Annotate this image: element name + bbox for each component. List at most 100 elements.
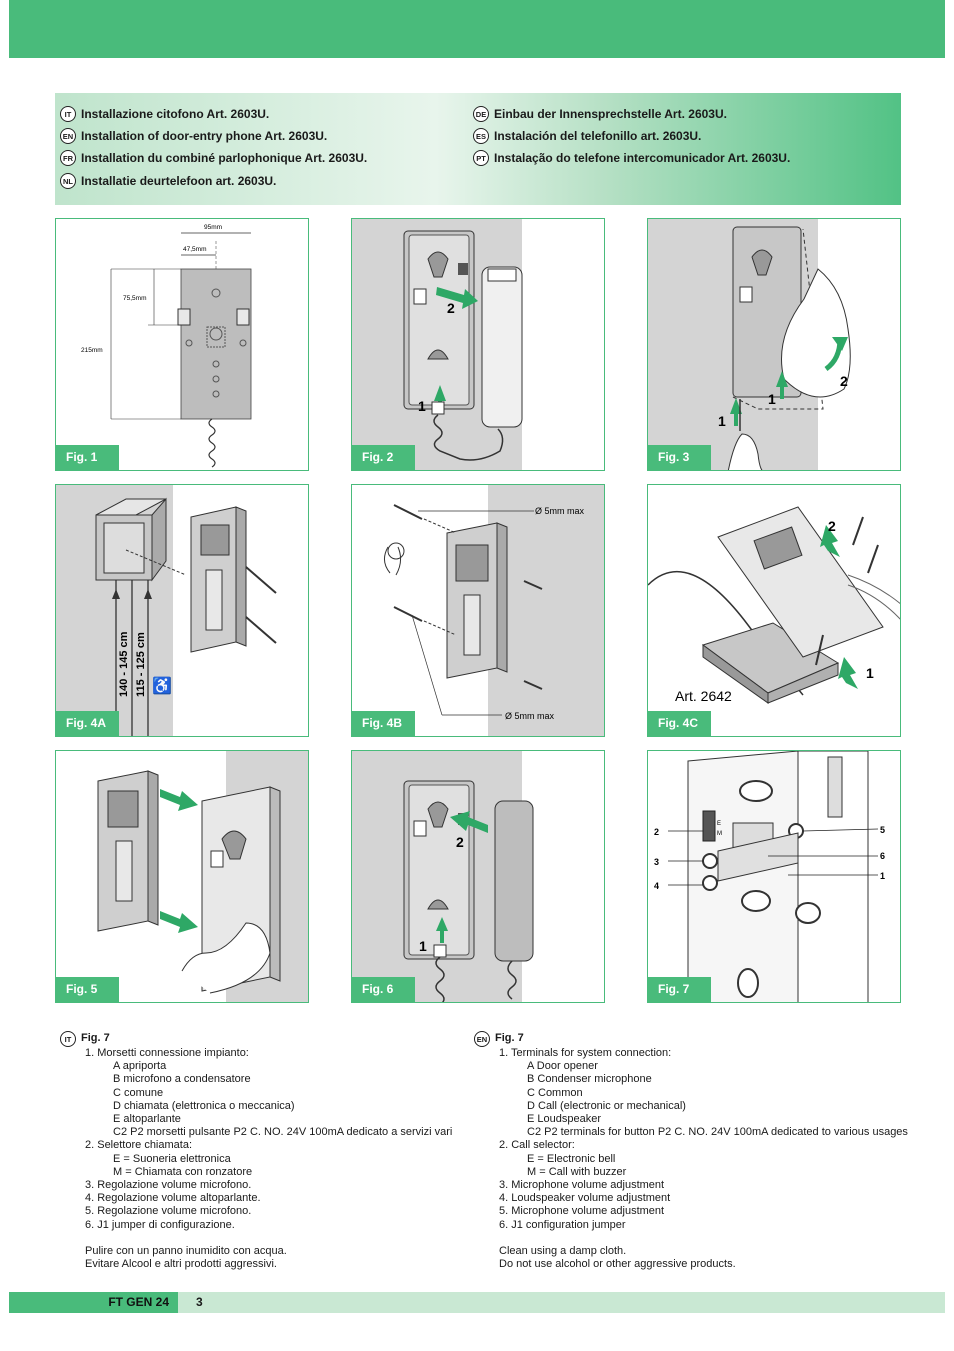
svg-text:5: 5 bbox=[880, 825, 885, 835]
title-box: IT Installazione citofono Art. 2603U. EN… bbox=[55, 93, 901, 205]
title-text: Instalação do telefone intercomunicador … bbox=[494, 151, 791, 165]
note-line: 3. Regolazione volume microfono. bbox=[85, 1179, 252, 1192]
fig5-drawing bbox=[97, 751, 308, 1002]
svg-text:Art. 2642: Art. 2642 bbox=[675, 688, 732, 704]
note-line: B microfono a condensatore bbox=[113, 1073, 251, 1086]
fig1-label: Fig. 1 bbox=[56, 445, 119, 470]
note-line: D Call (electronic or mechanical) bbox=[527, 1099, 686, 1112]
title-text: Installation du combiné parlophonique Ar… bbox=[81, 151, 368, 165]
lang-badge: IT bbox=[60, 106, 76, 122]
notes-italian: IT Fig. 7 1. Morsetti connessione impian… bbox=[60, 1031, 452, 1271]
note-spacer bbox=[474, 1232, 908, 1245]
note-line: 2. Selettore chiamata: bbox=[85, 1139, 193, 1152]
svg-text:215mm: 215mm bbox=[81, 347, 103, 354]
title-es: ES Instalación del telefonillo art. 2603… bbox=[473, 128, 701, 144]
fig3-drawing: 2 1 1 bbox=[648, 219, 851, 470]
fig7-label: Fig. 7 bbox=[648, 977, 711, 1002]
lang-badge: DE bbox=[473, 106, 489, 122]
fig7-drawing: E M 2 3 4 5 6 1 bbox=[654, 751, 885, 1002]
svg-text:1: 1 bbox=[419, 938, 427, 954]
figure-4c: 2 1 Art. 2642 Fig. 4C bbox=[647, 484, 901, 737]
note-line: D chiamata (elettronica o meccanica) bbox=[113, 1099, 295, 1112]
figure-7: E M 2 3 4 5 6 1 Fig. 7 bbox=[647, 750, 901, 1003]
svg-text:115 - 125 cm: 115 - 125 cm bbox=[135, 632, 147, 697]
note-line: E = Electronic bell bbox=[527, 1152, 616, 1165]
note-line: 1. Morsetti connessione impianto: bbox=[85, 1047, 249, 1059]
title-de: DE Einbau der Innensprechstelle Art. 260… bbox=[473, 106, 727, 122]
fig6-label: Fig. 6 bbox=[352, 977, 415, 1002]
svg-text:Ø 5mm max: Ø 5mm max bbox=[535, 506, 585, 516]
note-line: C2 P2 morsetti pulsante P2 C. NO. 24V 10… bbox=[113, 1126, 453, 1139]
title-it: IT Installazione citofono Art. 2603U. bbox=[60, 106, 269, 122]
fig4b-drawing: Ø 5mm max Ø 5mm max bbox=[384, 485, 604, 736]
svg-text:E: E bbox=[717, 821, 721, 827]
document-code: FT GEN 24 bbox=[9, 1292, 178, 1313]
svg-text:2: 2 bbox=[828, 518, 836, 534]
page-number: 3 bbox=[196, 1295, 203, 1309]
note-line: E Loudspeaker bbox=[527, 1113, 601, 1126]
title-nl: NL Installatie deurtelefoon art. 2603U. bbox=[60, 173, 276, 189]
svg-text:1: 1 bbox=[880, 871, 885, 881]
note-line: Do not use alcohol or other aggressive p… bbox=[499, 1258, 736, 1271]
lang-badge: ES bbox=[473, 128, 489, 144]
svg-text:47,5mm: 47,5mm bbox=[183, 246, 206, 253]
svg-text:2: 2 bbox=[654, 827, 659, 837]
notes-title: Fig. 7 bbox=[495, 1032, 524, 1045]
notes-title: Fig. 7 bbox=[81, 1032, 110, 1045]
figure-2: 2 1 Fig. 2 bbox=[351, 218, 605, 471]
note-line: 5. Regolazione volume microfono. bbox=[85, 1205, 252, 1218]
figure-4b: Ø 5mm max Ø 5mm max Fig. 4B bbox=[351, 484, 605, 737]
svg-text:Ø 5mm max: Ø 5mm max bbox=[505, 711, 555, 721]
svg-text:1: 1 bbox=[718, 413, 726, 429]
notes-lines: 1. Morsetti connessione impianto:A aprip… bbox=[60, 1047, 452, 1271]
title-pt: PT Instalação do telefone intercomunicad… bbox=[473, 150, 790, 166]
note-line: M = Chiamata con ronzatore bbox=[113, 1165, 253, 1178]
note-line: 5. Microphone volume adjustment bbox=[499, 1205, 665, 1218]
notes-english: EN Fig. 7 1. Terminals for system connec… bbox=[474, 1031, 908, 1271]
title-text: Installazione citofono Art. 2603U. bbox=[81, 107, 270, 121]
svg-text:75,5mm: 75,5mm bbox=[123, 295, 146, 302]
note-spacer bbox=[60, 1232, 452, 1245]
svg-text:1: 1 bbox=[418, 398, 426, 414]
figure-6: 2 1 Fig. 6 bbox=[351, 750, 605, 1003]
note-line: Clean using a damp cloth. bbox=[499, 1245, 627, 1258]
note-line: 6. J1 jumper di configurazione. bbox=[85, 1218, 235, 1231]
lang-badge: FR bbox=[60, 150, 76, 166]
wheelchair-icon: ♿ bbox=[152, 676, 172, 695]
note-line: A apriporta bbox=[113, 1060, 167, 1073]
fig4a-label: Fig. 4A bbox=[56, 711, 119, 736]
notes-lines: 1. Terminals for system connection:A Doo… bbox=[474, 1047, 908, 1271]
note-line: A Door opener bbox=[527, 1060, 598, 1073]
note-line: Evitare Alcool e altri prodotti aggressi… bbox=[85, 1258, 277, 1271]
title-en: EN Installation of door-entry phone Art.… bbox=[60, 128, 327, 144]
fig3-label: Fig. 3 bbox=[648, 445, 711, 470]
top-banner bbox=[9, 0, 945, 58]
lang-badge: IT bbox=[60, 1031, 76, 1047]
svg-text:M: M bbox=[717, 831, 722, 837]
notes-header: IT Fig. 7 bbox=[60, 1031, 452, 1047]
note-line: M = Call with buzzer bbox=[527, 1165, 627, 1178]
svg-text:1: 1 bbox=[866, 665, 874, 681]
note-line: 1. Terminals for system connection: bbox=[499, 1047, 672, 1059]
svg-text:2: 2 bbox=[840, 373, 848, 389]
title-text: Installatie deurtelefoon art. 2603U. bbox=[81, 174, 277, 188]
figure-5: Fig. 5 bbox=[55, 750, 309, 1003]
lang-badge: EN bbox=[474, 1031, 490, 1047]
figure-1: 95mm 47,5mm 75,5mm 215mm Fig. 1 bbox=[55, 218, 309, 471]
note-line: E = Suoneria elettronica bbox=[113, 1152, 231, 1165]
footer-bar: FT GEN 24 3 bbox=[9, 1292, 945, 1313]
fig4b-label: Fig. 4B bbox=[352, 711, 415, 736]
note-line: 4. Loudspeaker volume adjustment bbox=[499, 1192, 671, 1205]
svg-text:95mm: 95mm bbox=[204, 224, 222, 231]
title-text: Instalación del telefonillo art. 2603U. bbox=[494, 129, 702, 143]
notes-header: EN Fig. 7 bbox=[474, 1031, 908, 1047]
note-line: C2 P2 terminals for button P2 C. NO. 24V… bbox=[527, 1126, 908, 1139]
fig4a-drawing: 140 - 145 cm 115 - 125 cm ♿ bbox=[56, 485, 277, 736]
fig2-drawing: 2 1 bbox=[352, 219, 523, 470]
note-line: E altoparlante bbox=[113, 1113, 181, 1126]
svg-text:2: 2 bbox=[447, 300, 455, 316]
fig2-label: Fig. 2 bbox=[352, 445, 415, 470]
note-line: 3. Microphone volume adjustment bbox=[499, 1179, 665, 1192]
fig4c-label: Fig. 4C bbox=[648, 711, 711, 736]
lang-badge: NL bbox=[60, 173, 76, 189]
